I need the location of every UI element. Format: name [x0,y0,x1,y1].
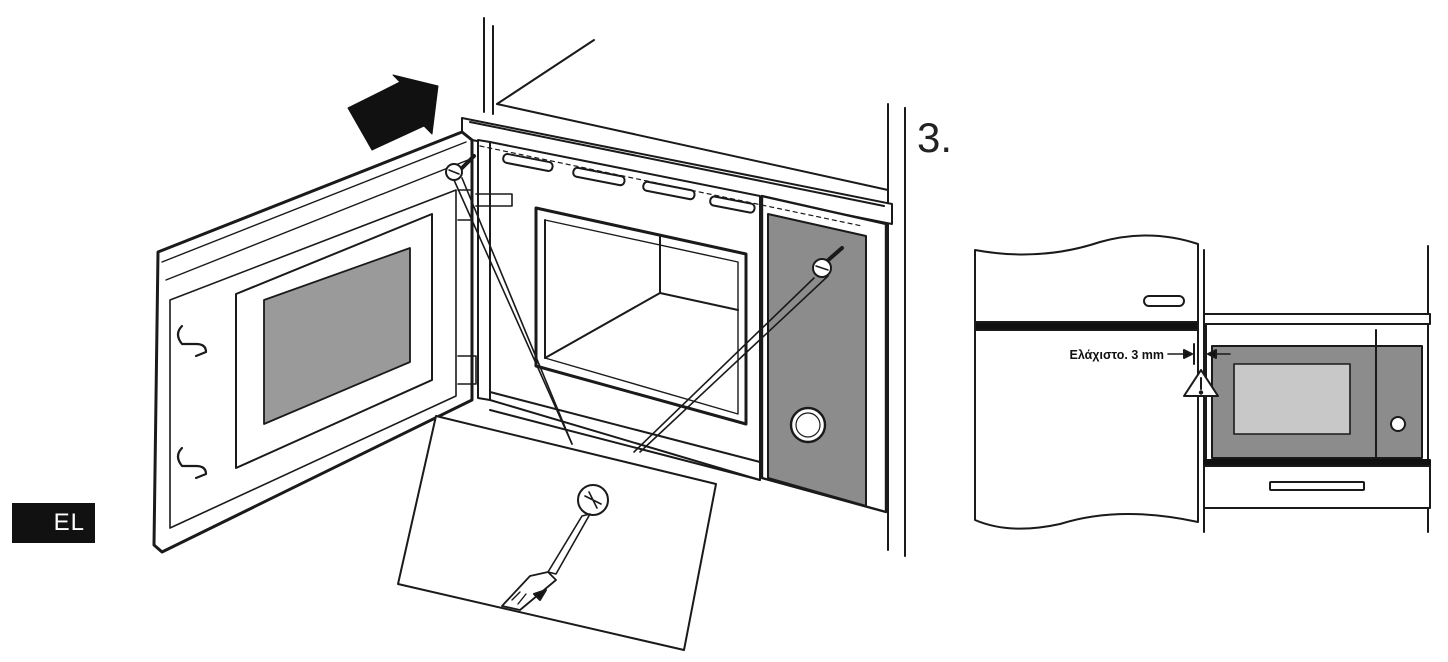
oven-window [1233,363,1351,435]
vent-slot [502,152,554,172]
gap-indicator [1167,343,1231,365]
oven-door [152,130,513,554]
door-latch [176,324,208,358]
door-latch [176,446,208,480]
oven-handle [1269,481,1365,491]
screw-icon [812,246,844,278]
microwave-front [489,141,761,481]
screw-icon [445,154,476,181]
oven-knob [1390,416,1406,432]
control-panel [760,194,888,514]
vent-slot [709,195,756,214]
language-badge: EL [12,503,95,543]
screwdriver-detail [397,415,717,651]
adjacent-unit [974,234,1199,530]
push-arrow-icon [347,74,439,151]
drawer-handle [1143,295,1185,307]
built-in-oven [1203,245,1431,533]
screwdriver-icon [501,484,609,611]
door-window [235,213,433,469]
gap-label: Ελάχιστο. 3 mm [1069,348,1164,362]
step-number: 3. [917,114,953,161]
vent-slot [572,166,626,187]
warning-triangle-icon [1183,369,1219,397]
